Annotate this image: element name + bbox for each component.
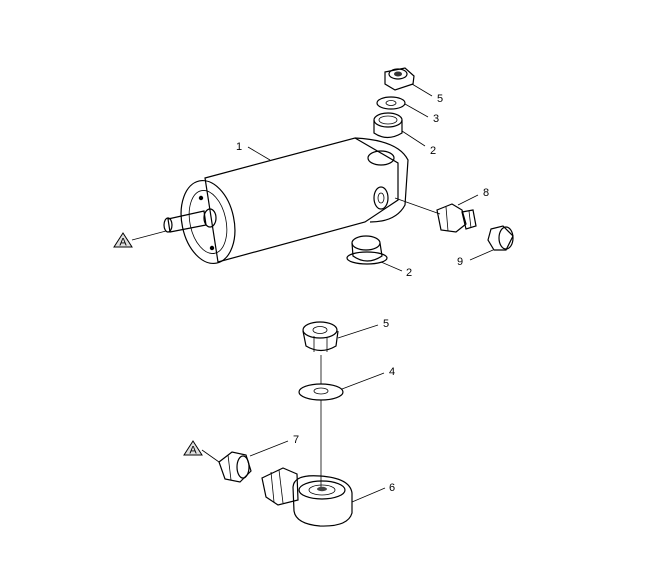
upper-washer [376, 96, 406, 110]
callout-2-upper: 2 [430, 145, 436, 157]
dust-cap [487, 225, 514, 251]
jam-nut [218, 451, 252, 483]
centerline-fitting [394, 197, 441, 215]
reference-marker-upper-label: A [119, 237, 127, 249]
callout-9: 9 [457, 256, 463, 268]
reference-marker-upper: A [113, 230, 167, 249]
callout-7: 7 [293, 434, 299, 446]
rod-end-bearing [261, 467, 353, 527]
callout-5-upper: 5 [437, 93, 443, 105]
reference-marker-lower: A [183, 440, 220, 463]
callout-5-lower: 5 [383, 318, 389, 330]
callout-6: 6 [389, 482, 395, 494]
callout-2-lower: 2 [406, 267, 412, 279]
reference-marker-lower-label: A [189, 445, 197, 457]
lower-nut [302, 321, 339, 352]
callout-4: 4 [389, 366, 395, 378]
upper-bushing [373, 112, 403, 139]
callout-3: 3 [433, 113, 439, 125]
upper-nut [384, 67, 415, 91]
callout-1: 1 [236, 141, 242, 153]
hydraulic-fitting [436, 203, 477, 233]
callout-8: 8 [483, 187, 489, 199]
cylinder-body [163, 137, 409, 265]
lower-bushing [346, 235, 388, 265]
lower-washer [298, 383, 344, 401]
